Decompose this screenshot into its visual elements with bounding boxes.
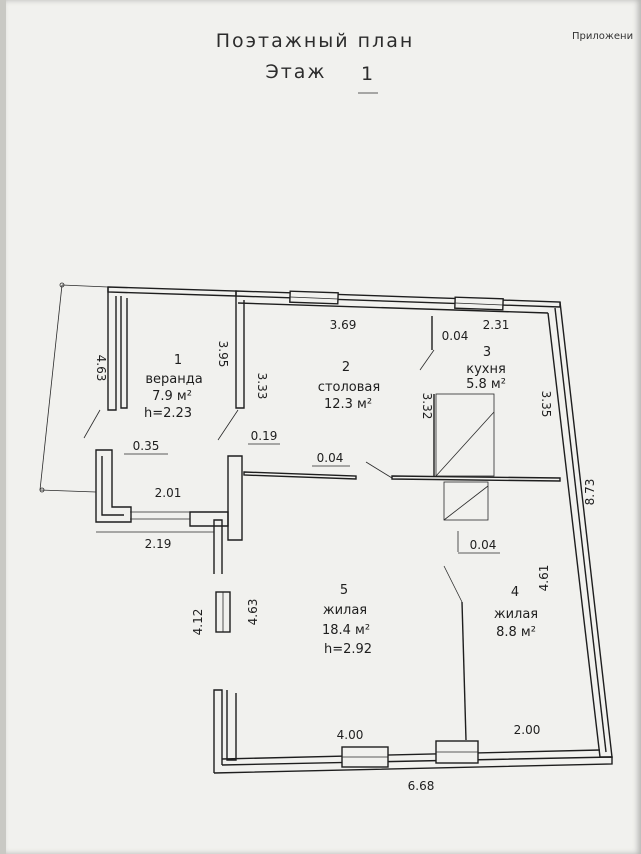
dim-living4-gap: 0.04 <box>470 538 497 552</box>
windows <box>130 290 504 768</box>
room-kitchen: 3 кухня 5.8 м² <box>466 345 506 392</box>
room-height: h=2.92 <box>324 642 372 657</box>
room-area: 8.8 м² <box>496 625 536 640</box>
dim-dining-width: 3.69 <box>330 318 357 332</box>
room-area: 18.4 м² <box>322 623 370 638</box>
room-number: 4 <box>511 585 519 600</box>
dim-living5-width: 4.00 <box>337 728 364 742</box>
dim-veranda-depth: 4.63 <box>94 355 108 382</box>
floor-number: 1 <box>361 63 375 85</box>
room-number: 5 <box>340 583 348 598</box>
room-living-5: 5 жилая 18.4 м² h=2.92 <box>322 583 372 657</box>
interior-partitions <box>243 316 561 741</box>
dim-veranda-inner-width: 2.01 <box>155 486 182 500</box>
room-name: кухня <box>466 362 506 377</box>
dim-total-depth: 8.73 <box>583 479 597 506</box>
dim-kitchen-width: 2.31 <box>483 318 510 332</box>
room-name: жилая <box>494 607 538 622</box>
room-dining: 2 столовая 12.3 м² <box>318 360 380 412</box>
room-number: 1 <box>174 353 182 368</box>
room-area: 12.3 м² <box>324 397 372 412</box>
dim-living5-outer-depth: 4.12 <box>191 609 205 636</box>
appendix-label: Приложени <box>572 31 633 42</box>
room-area: 7.9 м² <box>152 389 192 404</box>
dim-kitchen-gap: 0.04 <box>442 329 469 343</box>
room-name: столовая <box>318 380 380 395</box>
dim-veranda-outer-width: 2.19 <box>145 537 172 551</box>
room-veranda: 1 веранда 7.9 м² h=2.23 <box>144 353 203 421</box>
veranda-extension-lines <box>39 282 239 493</box>
outer-walls <box>95 286 613 774</box>
plan-sheet <box>6 0 641 854</box>
room-height: h=2.23 <box>144 406 192 421</box>
room-name: жилая <box>323 603 367 618</box>
room-number: 2 <box>342 360 350 375</box>
room-number: 3 <box>483 345 491 360</box>
dim-living4-width: 2.00 <box>514 723 541 737</box>
dim-living4-depth: 4.61 <box>537 565 551 592</box>
dim-kitchen-left-wall: 3.32 <box>420 393 434 420</box>
staircase <box>435 393 495 521</box>
plan-title: Поэтажный план <box>216 30 415 52</box>
floor-label: Этаж <box>265 61 326 83</box>
dim-partition-gap: 0.04 <box>317 451 344 465</box>
room-living-4: 4 жилая 8.8 м² <box>494 585 538 640</box>
dim-total-width: 6.68 <box>408 779 435 793</box>
room-area: 5.8 м² <box>466 377 506 392</box>
dim-veranda-wall: 3.95 <box>216 341 230 368</box>
dim-veranda-small-wall: 0.35 <box>133 439 160 453</box>
dim-partition-width: 0.19 <box>251 429 278 443</box>
dim-kitchen-right-wall: 3.35 <box>539 391 553 418</box>
dim-living5-inner-depth: 4.63 <box>246 599 260 626</box>
room-name: веранда <box>145 372 202 387</box>
dim-dining-left-wall: 3.33 <box>255 373 269 400</box>
